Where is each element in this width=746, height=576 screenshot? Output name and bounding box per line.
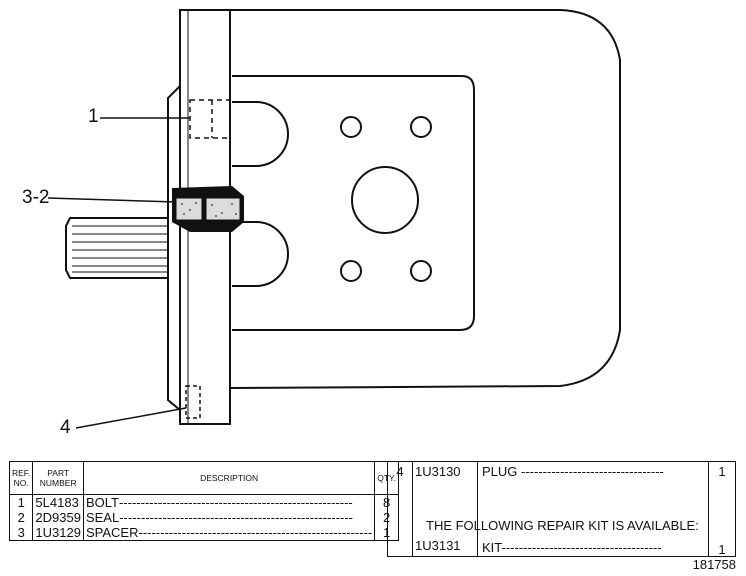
kit-qty: 1 (718, 542, 726, 557)
row-part-number: 1U3130 (415, 464, 461, 479)
header-description: DESCRIPTION (82, 461, 376, 495)
row-description: SPACER (85, 525, 139, 540)
figure-number: 181758 (692, 557, 736, 572)
plug (185, 385, 201, 419)
housing-outline (213, 9, 621, 390)
callout-1: 1 (88, 106, 99, 127)
table-row: 4 1U3130 1U3131 PLUG -------------------… (387, 461, 736, 557)
center-bore (351, 166, 419, 234)
row-ref: 3 (8, 525, 34, 541)
lower-slot (232, 221, 289, 287)
table-row: 1 5L4183 BOLT---------------------------… (8, 494, 399, 510)
mounting-face (232, 75, 475, 331)
callout-3-2: 3-2 (22, 187, 50, 208)
seal-spacer-section (172, 186, 244, 232)
parts-table-header: REF. NO. PART NUMBER DESCRIPTION QTY. (8, 461, 399, 495)
row-qty: 1 (718, 464, 726, 479)
header-part-number: PART NUMBER (32, 461, 84, 495)
upper-slot (232, 101, 289, 167)
row-part-number: 5L4183 (32, 494, 84, 510)
row-ref: 1 (8, 494, 34, 510)
table-row: 2 2D9359 SEAL---------------------------… (8, 510, 399, 525)
kit-part-number: 1U3131 (415, 538, 461, 553)
kit-description: KIT (482, 540, 502, 555)
row-description: BOLT (85, 495, 119, 510)
row-ref: 4 (387, 461, 413, 557)
row-part-number: 2D9359 (32, 510, 84, 525)
row-ref: 2 (8, 510, 34, 525)
parts-table: REF. NO. PART NUMBER DESCRIPTION QTY. 1 … (8, 461, 399, 541)
repair-kit-note: THE FOLLOWING REPAIR KIT IS AVAILABLE: (426, 518, 699, 533)
header-ref-no: REF. NO. (8, 461, 34, 495)
row-description: PLUG (482, 464, 518, 479)
hidden-bolt (189, 99, 231, 139)
table-row: 3 1U3129 SPACER-------------------------… (8, 525, 399, 541)
kit-table: 4 1U3130 1U3131 PLUG -------------------… (387, 461, 736, 557)
callout-4: 4 (60, 417, 71, 438)
row-description: SEAL (85, 510, 120, 525)
spline-shaft (65, 217, 168, 279)
row-part-number: 1U3129 (32, 525, 84, 541)
